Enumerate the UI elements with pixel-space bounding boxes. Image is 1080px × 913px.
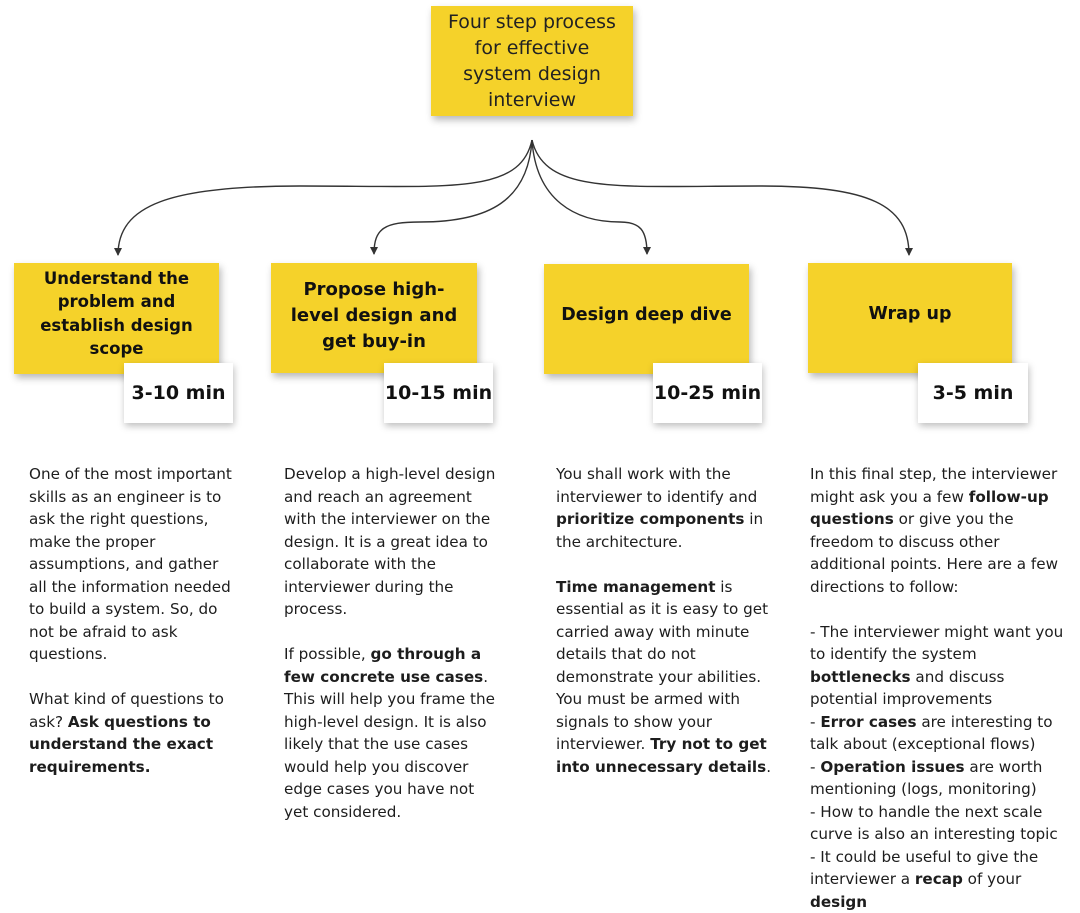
step-4-bullet-2: - Error cases are interesting to talk ab… (810, 711, 1075, 756)
step-1-time: 3-10 min (132, 382, 226, 404)
step-4-label: Wrap up (868, 303, 951, 326)
step-4-bullet-1: - The interviewer might want you to iden… (810, 621, 1075, 711)
step-1-time-card: 3-10 min (124, 363, 233, 423)
step-1-label: Understand the problem and establish des… (24, 267, 209, 361)
step-2-time-card: 10-15 min (384, 363, 493, 423)
step-1-paragraph-1: One of the most important skills as an e… (29, 463, 239, 666)
connector-to-step-3 (532, 140, 647, 254)
step-4-note: Wrap up (808, 263, 1012, 373)
step-3-time-card: 10-25 min (653, 363, 762, 423)
step-4-description: In this final step, the interviewer migh… (810, 463, 1075, 913)
step-2-description: Develop a high-level design and reach an… (284, 463, 499, 823)
process-title-note: Four step process for effective system d… (431, 6, 633, 116)
step-4-bullet-5: - It could be useful to give the intervi… (810, 846, 1075, 913)
step-2-note: Propose high-level design and get buy-in (271, 263, 477, 373)
step-1-description: One of the most important skills as an e… (29, 463, 239, 778)
step-2-paragraph-2: If possible, go through a few concrete u… (284, 643, 499, 823)
step-2-label: Propose high-level design and get buy-in (281, 277, 467, 355)
step-3-paragraph-1: You shall work with the interviewer to i… (556, 463, 771, 553)
step-2-time: 10-15 min (385, 382, 492, 404)
step-3-paragraph-2: Time management is essential as it is ea… (556, 576, 771, 779)
step-3-time: 10-25 min (654, 382, 761, 404)
connector-to-step-4 (532, 140, 909, 255)
step-2-paragraph-1: Develop a high-level design and reach an… (284, 463, 499, 621)
step-4-paragraph-1: In this final step, the interviewer migh… (810, 463, 1075, 598)
step-4-time-card: 3-5 min (918, 363, 1028, 423)
step-3-label: Design deep dive (561, 304, 732, 327)
connector-to-step-1 (118, 140, 532, 255)
step-3-description: You shall work with the interviewer to i… (556, 463, 771, 778)
step-4-bullet-3: - Operation issues are worth mentioning … (810, 756, 1075, 801)
step-4-bullet-4: - How to handle the next scale curve is … (810, 801, 1075, 846)
step-1-paragraph-2: What kind of questions to ask? Ask quest… (29, 688, 239, 778)
step-3-note: Design deep dive (544, 264, 749, 374)
step-4-time: 3-5 min (933, 382, 1014, 404)
process-title: Four step process for effective system d… (439, 9, 625, 113)
connector-to-step-2 (374, 140, 532, 254)
step-1-note: Understand the problem and establish des… (14, 263, 219, 374)
